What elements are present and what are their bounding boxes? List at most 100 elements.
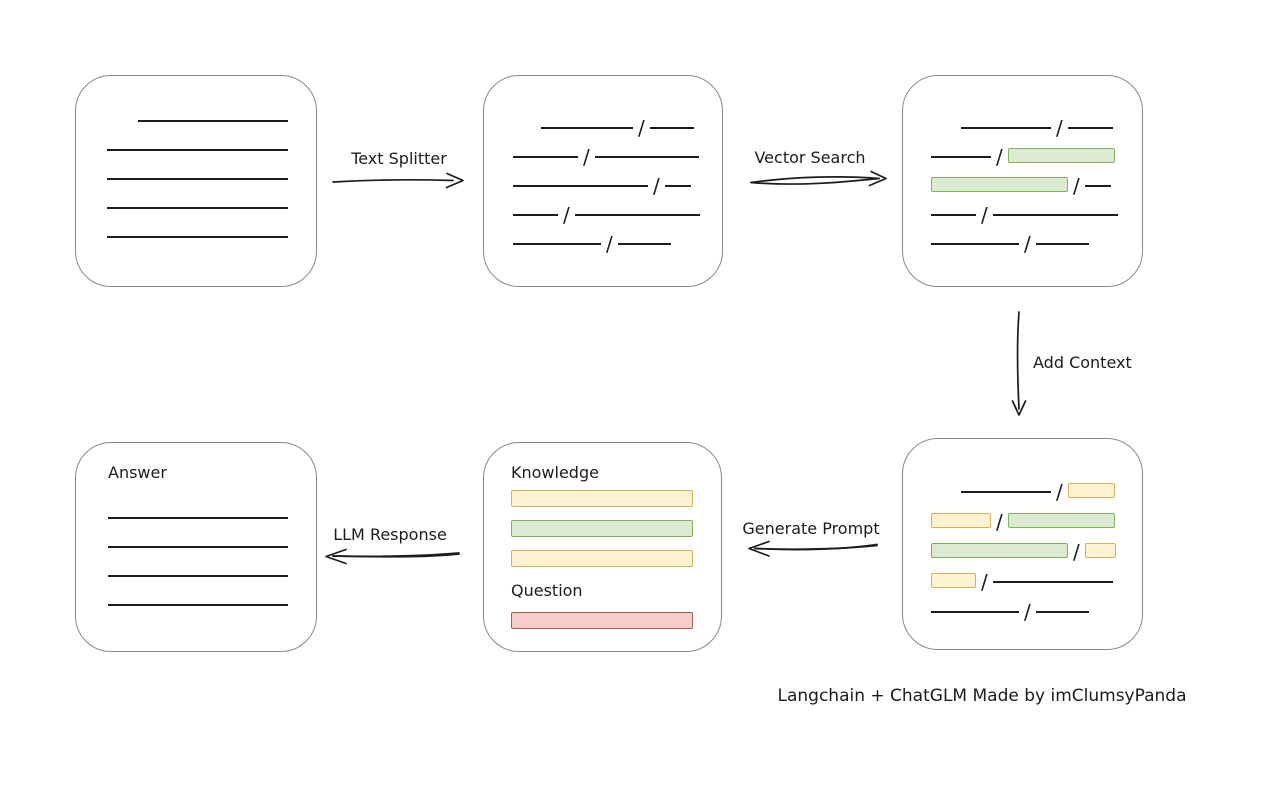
slash-separator: /: [653, 174, 660, 198]
segment-row: [108, 490, 316, 519]
text-line-segment: [961, 491, 1051, 493]
yellow-highlight-segment: [1084, 543, 1116, 558]
green-highlight-segment: [931, 177, 1068, 192]
segment-row: [511, 513, 721, 543]
green-highlight-segment: [1007, 513, 1115, 528]
slash-separator: /: [981, 203, 988, 227]
add-context-label: Add Context: [1033, 353, 1132, 372]
segment-row: /: [931, 216, 1142, 254]
document-lines: [76, 76, 316, 238]
text-line-segment: [107, 207, 288, 209]
add-context-arrow: [1011, 311, 1027, 416]
segment-row: /: [931, 187, 1142, 225]
slash-separator: /: [981, 570, 988, 594]
text-line-segment: [1067, 127, 1113, 129]
text-line-segment: [992, 581, 1113, 583]
text-line-segment: [574, 214, 700, 216]
question-label: Question: [511, 581, 583, 600]
vector-search-arrow: [750, 170, 887, 187]
segment-row: /: [513, 216, 722, 254]
slash-separator: /: [1073, 174, 1080, 198]
segment-row: [108, 548, 316, 577]
segment-row: [107, 93, 316, 122]
slash-separator: /: [1073, 540, 1080, 564]
text-line-segment: [931, 156, 991, 158]
llm-response-arrow: [325, 548, 460, 565]
green-highlight-segment: [931, 543, 1068, 558]
text-line-segment: [594, 156, 699, 158]
yellow-highlight-segment: [931, 573, 976, 588]
vector-search-result-box: / / / / /: [902, 75, 1143, 287]
answer-box: Answer: [75, 442, 317, 652]
text-splitter-label: Text Splitter: [351, 149, 447, 168]
text-splitter-arrow: [332, 172, 464, 189]
segment-row: /: [931, 583, 1142, 622]
yellow-highlight-segment: [931, 513, 991, 528]
generate-prompt-label: Generate Prompt: [742, 519, 880, 538]
slash-separator: /: [996, 510, 1003, 534]
text-line-segment: [664, 185, 691, 187]
segment-row: [107, 180, 316, 209]
segment-row: /: [931, 523, 1142, 562]
text-line-segment: [108, 575, 288, 577]
text-line-segment: [108, 546, 288, 548]
segment-row: [511, 543, 721, 573]
green-highlight-segment: [511, 519, 693, 537]
segment-row: [511, 483, 721, 513]
segment-row: [107, 151, 316, 180]
llm-response-label: LLM Response: [333, 525, 447, 544]
text-line-segment: [1035, 243, 1089, 245]
text-line-segment: [513, 156, 578, 158]
text-line-segment: [1084, 185, 1111, 187]
split-chunks-lines: /////: [484, 76, 722, 254]
slash-separator: /: [1024, 600, 1031, 624]
segment-row: [107, 209, 316, 238]
document-box: [75, 75, 317, 287]
text-line-segment: [513, 243, 601, 245]
yellow-highlight-segment: [1067, 483, 1115, 498]
segment-row: [108, 519, 316, 548]
text-line-segment: [108, 517, 288, 519]
credit-caption: Langchain + ChatGLM Made by imClumsyPand…: [777, 686, 1187, 706]
slash-separator: /: [1056, 480, 1063, 504]
segment-row: [511, 605, 721, 635]
segment-row: /: [513, 129, 722, 167]
text-line-segment: [649, 127, 694, 129]
segment-row: /: [931, 100, 1142, 138]
text-line-segment: [931, 214, 976, 216]
slash-separator: /: [638, 116, 645, 140]
green-highlight-segment: [1007, 148, 1115, 163]
vector-result-lines: / / / / /: [903, 76, 1142, 254]
slash-separator: /: [563, 203, 570, 227]
knowledge-label: Knowledge: [511, 463, 599, 482]
slash-separator: /: [1024, 232, 1031, 256]
text-line-segment: [931, 611, 1019, 613]
slash-separator: /: [1056, 116, 1063, 140]
yellow-highlight-segment: [511, 549, 693, 567]
text-line-segment: [1035, 611, 1089, 613]
text-line-segment: [138, 120, 288, 122]
context-lines: / / / / /: [903, 439, 1142, 622]
segment-row: /: [931, 158, 1142, 196]
slash-separator: /: [996, 145, 1003, 169]
text-line-segment: [107, 178, 288, 180]
vector-search-label: Vector Search: [754, 148, 866, 167]
yellow-highlight-segment: [511, 489, 693, 507]
segment-row: /: [931, 493, 1142, 532]
text-line-segment: [992, 214, 1118, 216]
text-line-segment: [541, 127, 633, 129]
segment-row: [107, 122, 316, 151]
text-line-segment: [107, 149, 288, 151]
prompt-box: Knowledge Question: [483, 442, 722, 652]
context-box: / / / / /: [902, 438, 1143, 650]
answer-lines: [108, 490, 316, 606]
segment-row: /: [513, 100, 722, 138]
segment-row: /: [931, 553, 1142, 592]
generate-prompt-arrow: [748, 540, 878, 557]
text-line-segment: [108, 604, 288, 606]
segment-row: /: [513, 158, 722, 196]
segment-row: [108, 577, 316, 606]
answer-label: Answer: [108, 463, 167, 482]
split-chunks-box: /////: [483, 75, 723, 287]
